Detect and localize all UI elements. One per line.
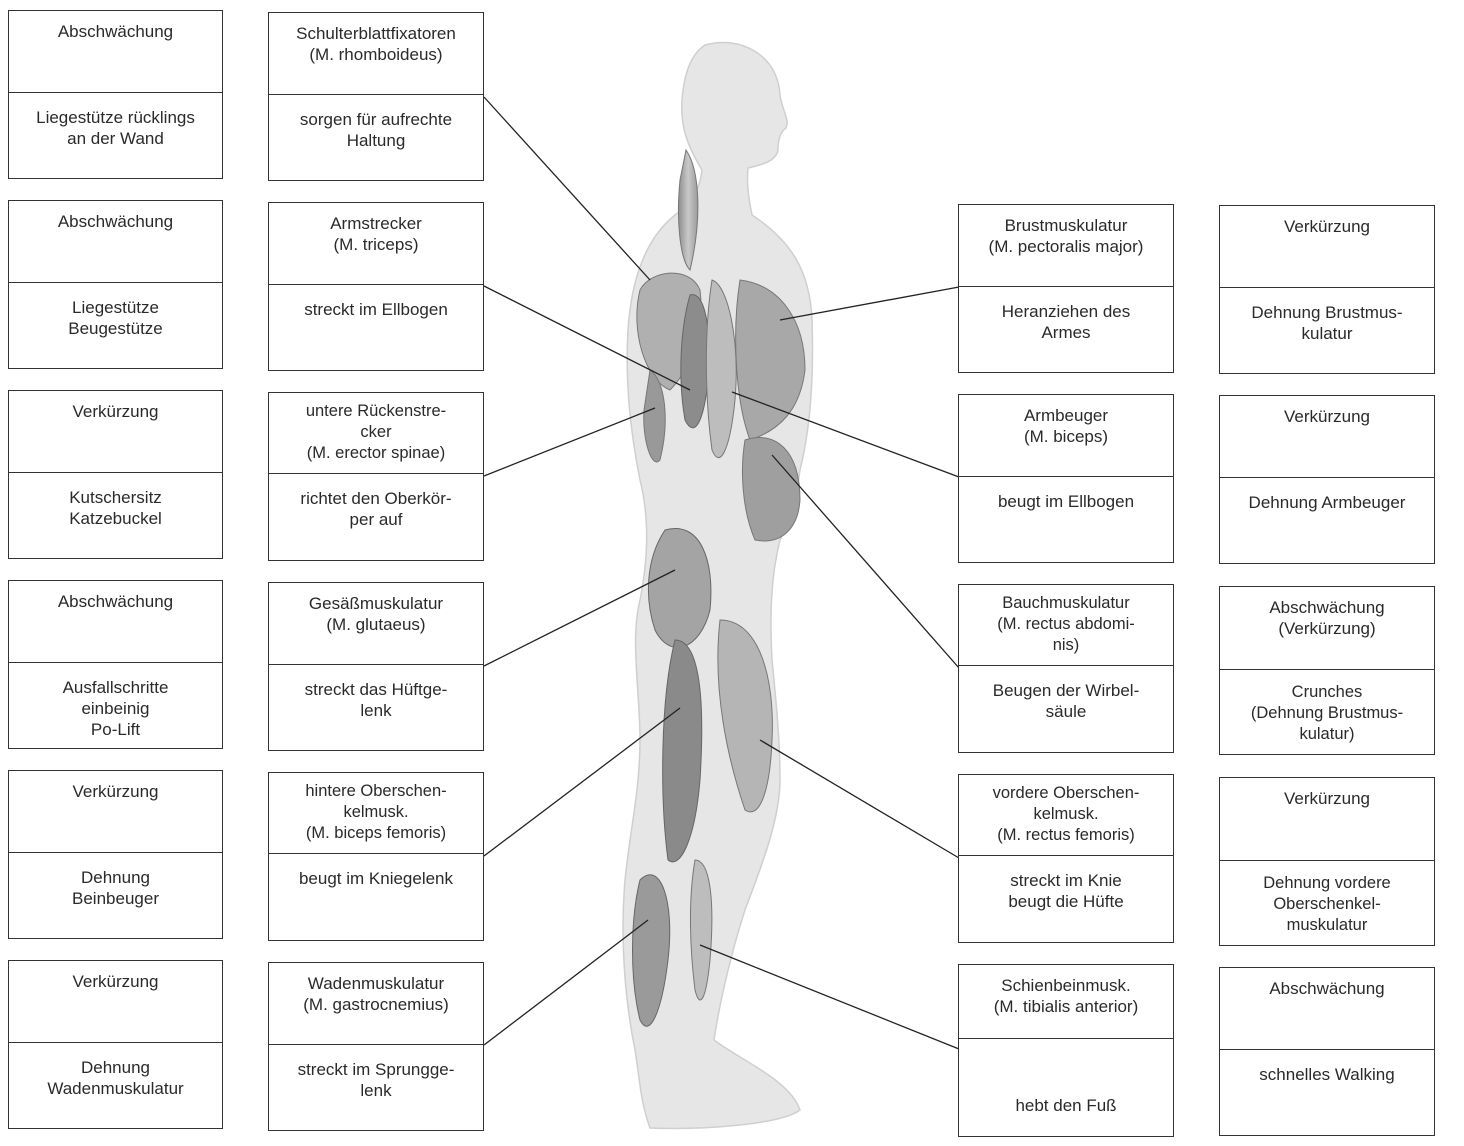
effect-text: Abschwächung (Verkürzung) [1220,587,1434,669]
left-effect-card-4: Abschwächung Ausfallschritte einbeinig P… [8,580,223,749]
connector-rectus-femoris [760,740,959,858]
muscle-name: Gesäßmuskulatur (M. glutaeus) [269,583,483,664]
muscle-function: richtet den Oberkör- per auf [269,473,483,560]
left-muscle-card-5: hintere Oberschen- kelmusk. (M. biceps f… [268,772,484,941]
connector-gastrocnemius [484,920,648,1045]
muscle-function: Heranziehen des Armes [959,286,1173,372]
left-muscle-card-2: Armstrecker (M. triceps) streckt im Ellb… [268,202,484,371]
effect-text: Verkürzung [9,771,222,852]
connector-rectus-abdominis [772,455,959,668]
muscle-name: Bauchmuskulatur (M. rectus abdomi- nis) [959,585,1173,665]
left-effect-card-6: Verkürzung Dehnung Wadenmuskulatur [8,960,223,1129]
muscle-function: sorgen für aufrechte Haltung [269,94,483,180]
right-effect-card-2: Verkürzung Dehnung Armbeuger [1219,395,1435,564]
exercise-text: Kutschersitz Katzebuckel [9,472,222,558]
connector-rhomboideus [484,97,650,280]
exercise-text: Dehnung Armbeuger [1220,477,1434,563]
right-effect-card-4: Verkürzung Dehnung vordere Oberschenkel-… [1219,777,1435,946]
exercise-text: Ausfallschritte einbeinig Po-Lift [9,662,222,748]
effect-text: Abschwächung [9,201,222,282]
muscle-function: Beugen der Wirbel- säule [959,665,1173,752]
muscle-name: Brustmuskulatur (M. pectoralis major) [959,205,1173,286]
muscle-function: streckt das Hüftge- lenk [269,664,483,750]
exercise-text: Liegestütze Beugestütze [9,282,222,368]
muscle-function: streckt im Knie beugt die Hüfte [959,855,1173,942]
exercise-text: Crunches (Dehnung Brustmus- kulatur) [1220,669,1434,754]
left-effect-card-2: Abschwächung Liegestütze Beugestütze [8,200,223,369]
right-muscle-card-3: Bauchmuskulatur (M. rectus abdomi- nis) … [958,584,1174,753]
effect-text: Abschwächung [9,11,222,92]
left-effect-card-5: Verkürzung Dehnung Beinbeuger [8,770,223,939]
right-muscle-card-4: vordere Oberschen- kelmusk. (M. rectus f… [958,774,1174,943]
gluteus-muscle [648,528,711,647]
exercise-text: Dehnung Brustmus- kulatur [1220,287,1434,373]
effect-text: Verkürzung [1220,778,1434,860]
muscle-name: Armbeuger (M. biceps) [959,395,1173,476]
muscle-function: beugt im Ellbogen [959,476,1173,562]
muscle-name: Schulterblattfixatoren (M. rhomboideus) [269,13,483,94]
exercise-text: schnelles Walking [1220,1049,1434,1135]
effect-text: Abschwächung [9,581,222,662]
left-effect-card-1: Abschwächung Liegestütze rücklings an de… [8,10,223,179]
left-muscle-card-3: untere Rückenstre- cker (M. erector spin… [268,392,484,561]
connector-tibialis [700,945,959,1049]
muscle-function: beugt im Kniegelenk [269,853,483,940]
muscle-name: hintere Oberschen- kelmusk. (M. biceps f… [269,773,483,853]
right-muscle-card-2: Armbeuger (M. biceps) beugt im Ellbogen [958,394,1174,563]
effect-text: Abschwächung [1220,968,1434,1049]
left-muscle-card-6: Wadenmuskulatur (M. gastrocnemius) strec… [268,962,484,1131]
right-effect-card-3: Abschwächung (Verkürzung) Crunches (Dehn… [1219,586,1435,755]
right-muscle-card-1: Brustmuskulatur (M. pectoralis major) He… [958,204,1174,373]
muscle-name: untere Rückenstre- cker (M. erector spin… [269,393,483,473]
muscle-function: streckt im Ellbogen [269,284,483,370]
left-effect-card-3: Verkürzung Kutschersitz Katzebuckel [8,390,223,559]
exercise-text: Dehnung Beinbeuger [9,852,222,938]
connector-erector-spinae [484,408,655,476]
left-muscle-card-4: Gesäßmuskulatur (M. glutaeus) streckt da… [268,582,484,751]
left-muscle-card-1: Schulterblattfixatoren (M. rhomboideus) … [268,12,484,181]
muscle-function: hebt den Fuß [959,1038,1173,1136]
exercise-text: Dehnung Wadenmuskulatur [9,1042,222,1128]
right-muscle-card-5: Schienbeinmusk. (M. tibialis anterior) h… [958,964,1174,1137]
effect-text: Verkürzung [1220,396,1434,477]
effect-text: Verkürzung [9,391,222,472]
muscle-name: Wadenmuskulatur (M. gastrocnemius) [269,963,483,1044]
muscle-function: streckt im Sprungge- lenk [269,1044,483,1130]
right-effect-card-1: Verkürzung Dehnung Brustmus- kulatur [1219,205,1435,374]
exercise-text: Liegestütze rücklings an der Wand [9,92,222,178]
muscle-name: vordere Oberschen- kelmusk. (M. rectus f… [959,775,1173,855]
effect-text: Verkürzung [1220,206,1434,287]
muscle-name: Armstrecker (M. triceps) [269,203,483,284]
right-effect-card-5: Abschwächung schnelles Walking [1219,967,1435,1136]
effect-text: Verkürzung [9,961,222,1042]
muscle-name: Schienbeinmusk. (M. tibialis anterior) [959,965,1173,1038]
exercise-text: Dehnung vordere Oberschenkel- muskulatur [1220,860,1434,945]
